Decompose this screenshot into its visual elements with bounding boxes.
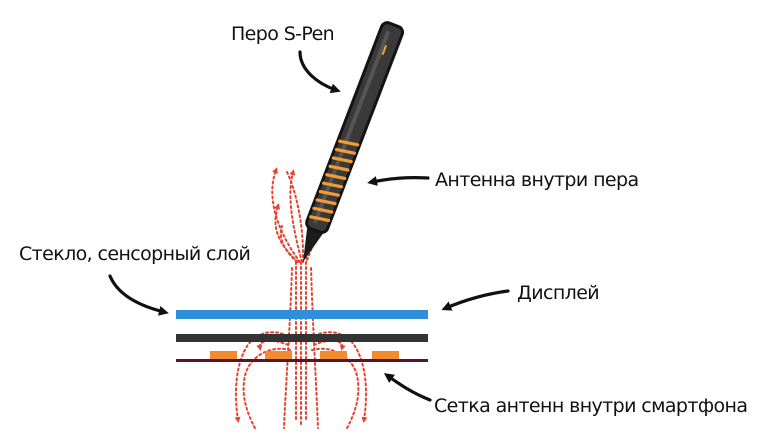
- pen-antenna-label-arrow: [367, 176, 430, 186]
- field-line: [311, 347, 360, 431]
- field-line: [242, 347, 291, 431]
- antenna-base-line: [176, 359, 428, 362]
- field-lines: [234, 167, 368, 431]
- field-line: [279, 225, 298, 263]
- display-layer: [176, 334, 428, 342]
- pen-antenna-label: Антенна внутри пера: [435, 169, 639, 191]
- field-line: [283, 267, 293, 429]
- antenna-grid-label-arrow: [383, 373, 432, 402]
- antenna-pad: [210, 351, 237, 360]
- pen-label: Перо S-Pen: [231, 23, 334, 45]
- s-pen: [303, 21, 405, 262]
- display-label-arrow: [441, 289, 510, 311]
- pen-label-arrow: [298, 50, 341, 94]
- antenna-pad: [372, 351, 399, 360]
- pen-highlight: [313, 30, 391, 224]
- pen-body: [305, 21, 405, 234]
- field-line: [310, 267, 319, 429]
- screen-stack: [176, 310, 428, 362]
- field-line: [289, 169, 303, 263]
- pen-tip: [303, 225, 325, 262]
- antenna-pad: [265, 351, 292, 360]
- callout-arrows: [108, 50, 510, 402]
- field-line: [285, 169, 305, 263]
- glass-layer-label: Стекло, сенсорный слой: [19, 243, 250, 265]
- pen-antenna-coil: [309, 139, 360, 223]
- antenna-pads: [210, 351, 399, 360]
- antenna-pad: [320, 351, 347, 360]
- glass-layer: [176, 310, 428, 319]
- glass-label-arrow: [108, 274, 169, 316]
- display-label: Дисплей: [517, 282, 599, 304]
- field-line: [309, 331, 368, 423]
- pen-button: [381, 45, 388, 56]
- antenna-grid-label: Сетка антенн внутри смартфона: [434, 395, 747, 417]
- field-line: [234, 331, 293, 423]
